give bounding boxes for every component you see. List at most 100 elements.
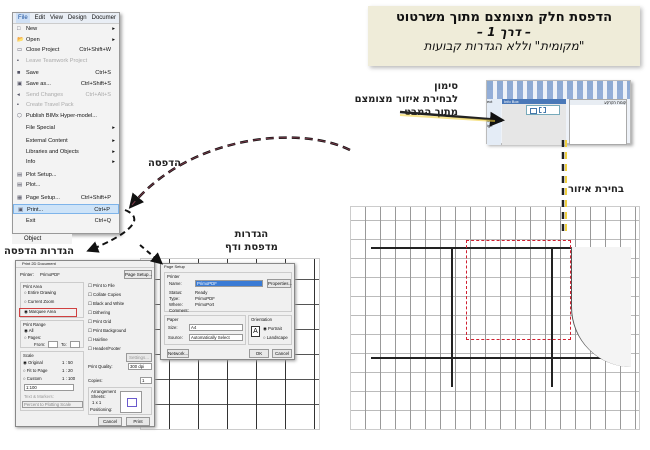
menu-item-icon: ▭ xyxy=(17,47,23,54)
menu-file[interactable]: File xyxy=(16,13,30,23)
page-setup-cancel-button[interactable]: Cancel xyxy=(272,349,292,358)
scale-original[interactable]: ◉ Original xyxy=(23,360,43,365)
menu-item-label: File Special xyxy=(26,125,55,132)
submenu-arrow-icon: ▸ xyxy=(112,125,115,132)
page-setup-button[interactable]: Page Setup... xyxy=(124,270,153,279)
scale-select[interactable]: 1:100 xyxy=(24,384,74,391)
source-label: Source: xyxy=(168,335,183,340)
ok-button[interactable]: OK xyxy=(249,349,269,358)
menu-document[interactable]: Documer xyxy=(91,15,116,21)
marquee-area xyxy=(466,240,571,340)
menu-item-open[interactable]: 📂Open▸ xyxy=(13,35,119,46)
scale-value: 1 : 50 xyxy=(62,360,73,365)
text-markers-label: Text & Markers: xyxy=(24,394,54,399)
check-print-background[interactable]: ☐ Print Background xyxy=(88,328,127,333)
menu-item-label: Save as... xyxy=(26,80,51,87)
menu-item-libraries-and-objects[interactable]: Libraries and Objects▸ xyxy=(13,147,119,158)
toolbox-item[interactable]: ect xyxy=(487,99,493,104)
menu-item-icon: ▣ xyxy=(18,206,24,213)
to-input[interactable] xyxy=(70,341,80,348)
menu-item-publish-bimx-hyper-model[interactable]: ⬡Publish BIMx Hyper-model... xyxy=(13,111,119,122)
menu-item-print[interactable]: ▣Print...Ctrl+P xyxy=(13,203,119,215)
menu-item-icon: ▪ xyxy=(17,102,19,109)
scale-custom[interactable]: ○ Custom xyxy=(23,376,42,381)
page-setup-arrow xyxy=(139,244,164,265)
menu-item-info[interactable]: Info▸ xyxy=(13,157,119,168)
marquee-options[interactable] xyxy=(526,105,560,115)
menu-item-shortcut: Ctrl+Shift+S xyxy=(80,80,111,87)
print-button[interactable]: Print xyxy=(126,417,150,426)
page-setup-dialog: Page Setup Printer Name: PrimoPDF Proper… xyxy=(160,263,295,360)
area-entire-drawing[interactable]: ○ Entire Drawing xyxy=(24,290,56,295)
print-settings-label: הגדרות הדפסה xyxy=(4,246,74,257)
check-header-footer[interactable]: ☐ Header/Footer xyxy=(88,346,121,351)
printer-group: Printer xyxy=(167,274,180,279)
menu-item-create-travel-pack[interactable]: ▪Create Travel Pack xyxy=(13,100,119,111)
menu-item-icon: ◂ xyxy=(17,91,20,98)
area-marquee[interactable]: ◉ Marquee Area xyxy=(24,309,56,314)
object-item[interactable]: Object xyxy=(12,234,72,244)
cancel-button[interactable]: Cancel xyxy=(98,417,122,426)
submenu-arrow-icon: ▸ xyxy=(112,36,115,43)
menu-design[interactable]: Design xyxy=(67,15,87,21)
check-print-grid[interactable]: ☐ Print Grid xyxy=(88,319,112,324)
properties-button[interactable]: Properties... xyxy=(267,279,293,288)
printer-page-line1: הגדרות xyxy=(234,229,269,240)
range-pages[interactable]: ○ Pages: xyxy=(24,335,42,340)
menu-edit[interactable]: Edit xyxy=(34,15,46,21)
landscape-radio[interactable]: ○ Landscape xyxy=(263,335,288,340)
menu-item-file-special[interactable]: File Special ▸ xyxy=(13,123,119,134)
marking-label: סימון לבחירת איזור מצומצם מתוך המבט xyxy=(328,80,458,119)
menu-item-new[interactable]: □New▸ xyxy=(13,24,119,35)
quality-select[interactable]: 300 dpi xyxy=(128,363,152,370)
story-panel-tab[interactable]: קומת הקרקע xyxy=(570,100,626,105)
marquee-rect-icon[interactable] xyxy=(530,108,537,114)
slide-title-box: הדפסת חלק מצומצם מתוך משרטוט – דרך 1 – "… xyxy=(368,6,640,66)
check-hairline[interactable]: ☐ Hairline xyxy=(88,337,108,342)
menu-item-page-setup[interactable]: ▦Page Setup...Ctrl+Shift+P xyxy=(13,193,119,204)
check-black-and-white[interactable]: ☐ Black and White xyxy=(88,301,125,306)
portrait-radio[interactable]: ◉ Portrait xyxy=(263,326,282,331)
check-collate-copies[interactable]: ☐ Collate Copies xyxy=(88,292,121,297)
menu-item-plot-setup[interactable]: ▤Plot Setup... xyxy=(13,170,119,181)
page-preview xyxy=(120,391,142,413)
marquee-rotated-icon[interactable] xyxy=(539,107,546,113)
printer-name: PrimoPDF xyxy=(40,272,60,277)
check-dithering[interactable]: ☐ Dithering xyxy=(88,310,111,315)
print-arrow-accent xyxy=(131,137,351,206)
marking-line2: לבחירת איזור מצומצם xyxy=(354,94,458,105)
copies-label: Copies: xyxy=(88,378,103,383)
submenu-arrow-icon: ▸ xyxy=(112,137,115,144)
menu-item-save-as[interactable]: ▣Save as...Ctrl+Shift+S xyxy=(13,79,119,90)
check-print-to-file[interactable]: ☐ Print to File xyxy=(88,283,115,288)
scale-fit-to-page[interactable]: ○ Fit to Page xyxy=(23,368,48,373)
page-setup-title: Page Setup xyxy=(164,264,185,269)
menu-item-leave-teamwork-project[interactable]: ▪Leave Teamwork Project xyxy=(13,56,119,67)
size-select[interactable]: A4 xyxy=(189,324,243,331)
menu-item-shortcut: Ctrl+S xyxy=(95,70,111,77)
menu-item-label: Libraries and Objects xyxy=(26,148,79,155)
printer-name-select[interactable]: PrimoPDF xyxy=(195,280,263,287)
from-label: From: xyxy=(34,342,46,347)
text-markers-select[interactable]: Percent to Plotting Scale xyxy=(22,401,83,408)
network-button[interactable]: Network... xyxy=(167,349,189,358)
area-current-zoom[interactable]: ○ Current Zoom xyxy=(24,299,55,304)
scale-value: 1 : 100 xyxy=(62,376,76,381)
range-all[interactable]: ◉ All xyxy=(24,328,34,333)
copies-input[interactable]: 1 xyxy=(140,377,152,384)
orientation-group: Orientation xyxy=(251,317,273,322)
settings-button[interactable]: Settings... xyxy=(126,353,152,362)
menu-item-icon: ▪ xyxy=(17,57,19,64)
sheets-value: 1 x 1 xyxy=(92,400,102,405)
menu-view[interactable]: View xyxy=(50,15,63,21)
source-select[interactable]: Automatically Select xyxy=(189,334,243,341)
from-input[interactable] xyxy=(48,341,58,348)
type-label: Type: xyxy=(169,296,180,301)
menu-item-plot[interactable]: ▤Plot... xyxy=(13,180,119,191)
menu-item-external-content[interactable]: External Content▸ xyxy=(13,136,119,147)
